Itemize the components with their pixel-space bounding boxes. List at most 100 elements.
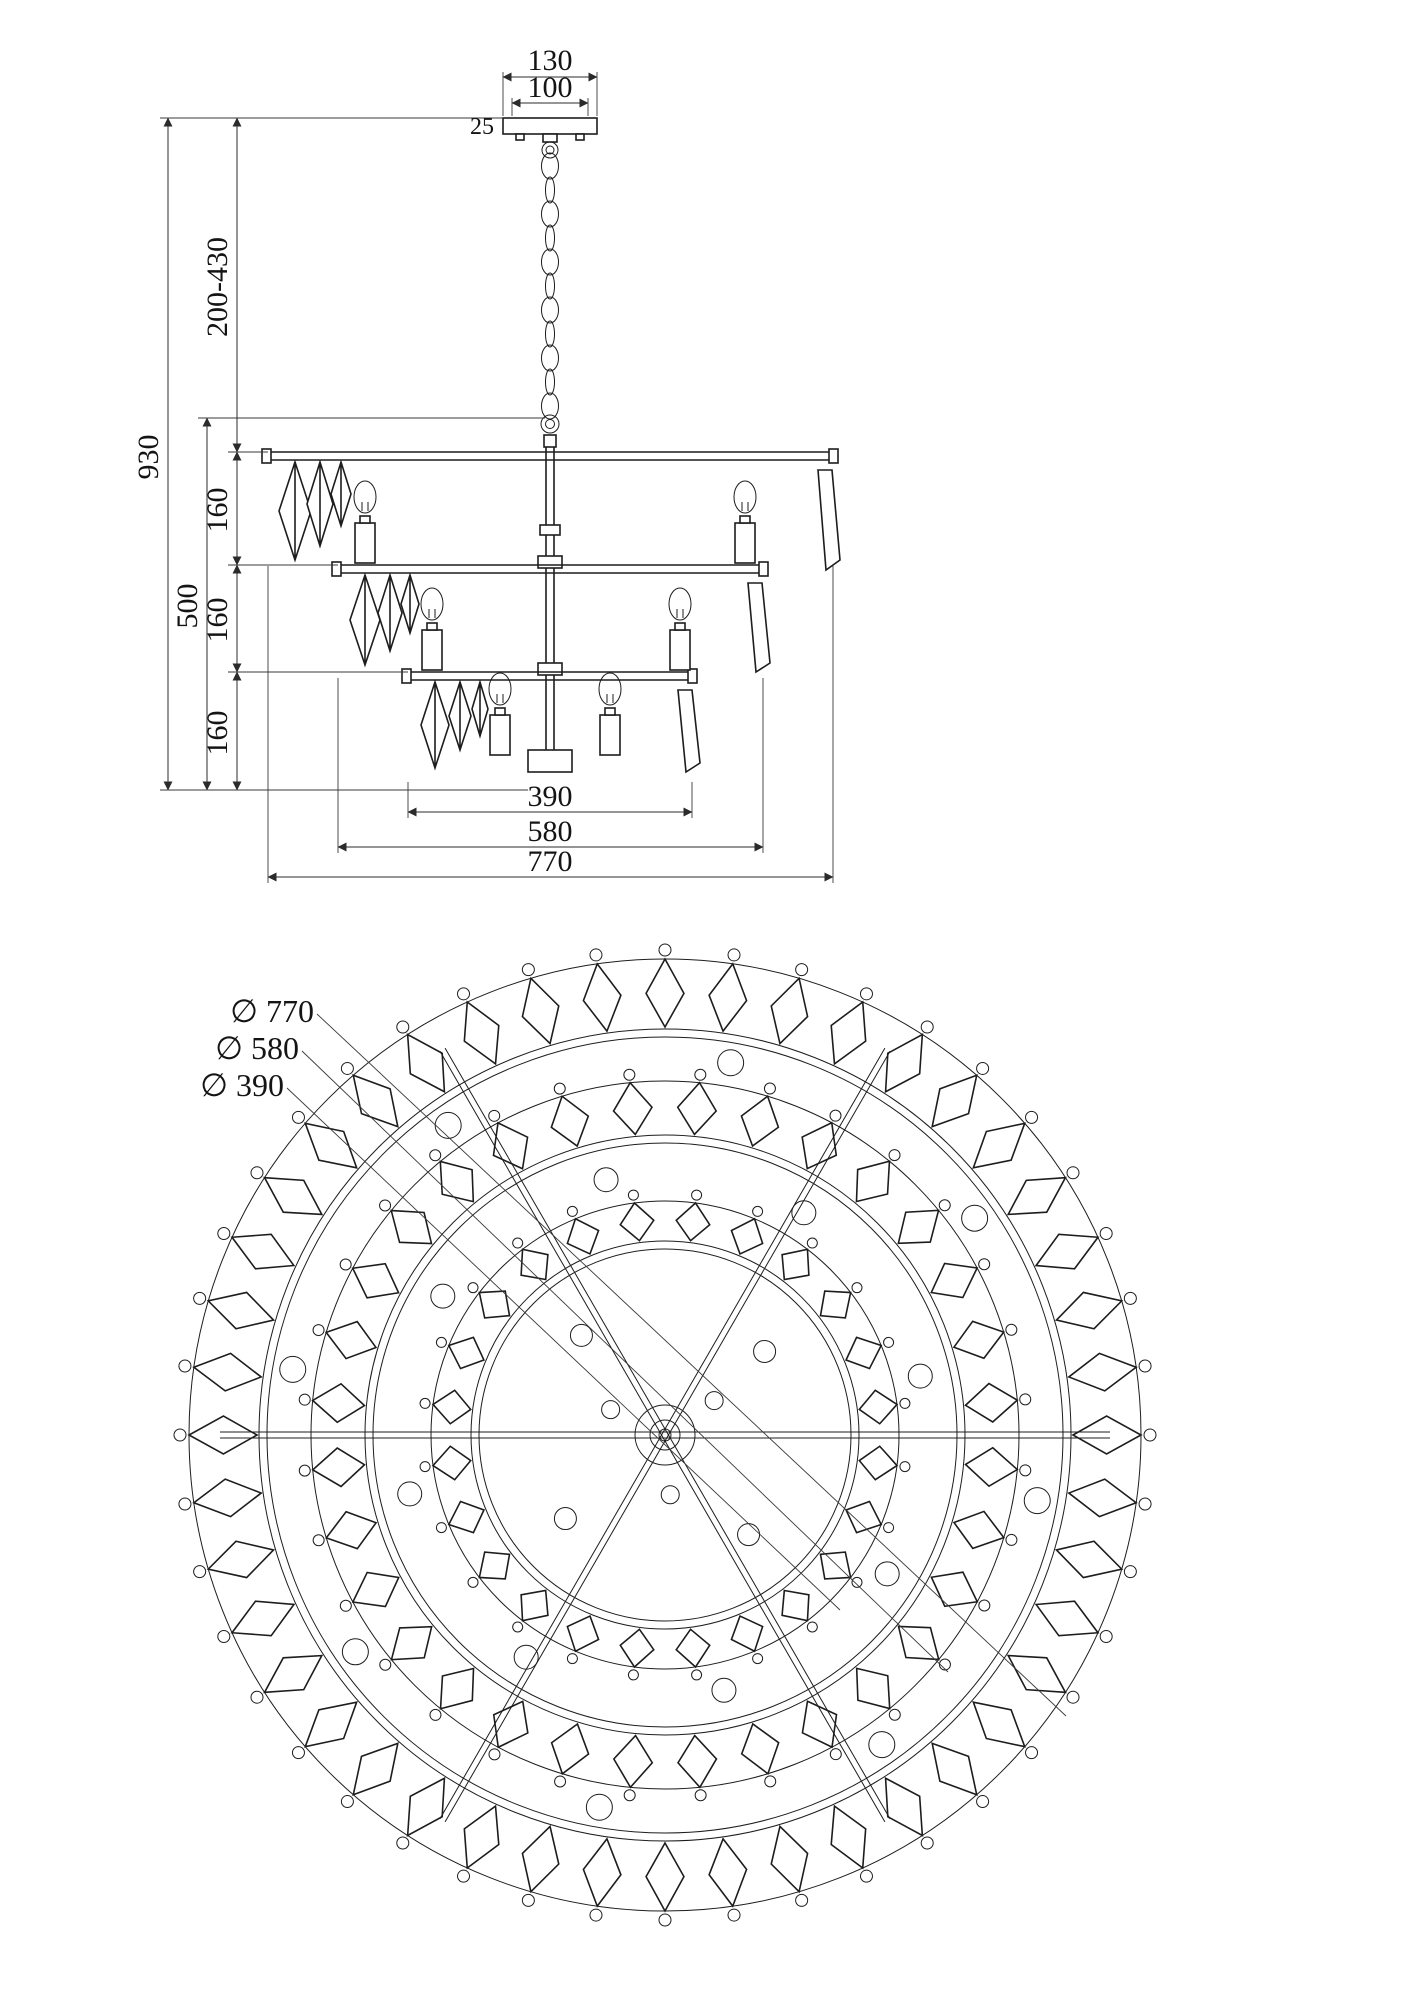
plan-crystal: [390, 1209, 433, 1245]
plan-crystal: [645, 1841, 685, 1913]
ring-rail-circle: [372, 1142, 958, 1728]
plan-bulb-sockets: [279, 1049, 1051, 1821]
plan-crystal: [406, 1033, 446, 1094]
bottom-ring-inner: [545, 419, 555, 429]
dim-text-tier3-height: 160: [201, 711, 234, 756]
bulb-glass: [488, 672, 512, 706]
plan-crystal: [478, 1290, 511, 1319]
chain-link: [541, 152, 559, 180]
crystal-tip-bead: [829, 1748, 842, 1761]
plan-crystal: [730, 1614, 764, 1653]
plan-crystal: [781, 1248, 810, 1281]
plan-crystal: [770, 1824, 809, 1894]
crystal-tip-bead: [938, 1658, 951, 1671]
plan-bulb-socket: [874, 1561, 900, 1587]
plan-ring-inner: [419, 1189, 911, 1681]
plan-bulb-socket: [1023, 1487, 1051, 1515]
crystal-tip-bead: [312, 1324, 325, 1337]
crystal-tip-bead: [920, 1836, 934, 1850]
dim-text-tier1-diameter: 770: [528, 845, 573, 878]
crystal-tip-bead: [938, 1199, 951, 1212]
crystal-tip-bead: [340, 1061, 354, 1075]
plan-bulb-socket: [593, 1167, 619, 1193]
crystal-tip-bead: [521, 1893, 535, 1907]
plan-crystal: [740, 1722, 780, 1776]
candle-bulb: [353, 480, 377, 564]
plan-crystal: [550, 1094, 590, 1148]
crystal-tip-bead: [298, 1464, 311, 1477]
crystal-tip-bead: [1005, 1533, 1018, 1546]
plan-crystal: [520, 1248, 549, 1281]
crystal-tip-bead: [298, 1393, 311, 1406]
crystal-tip-bead: [467, 1576, 479, 1588]
plan-spokes: [220, 1047, 1110, 1823]
dim-text-tier3-diameter: 390: [528, 780, 573, 813]
crystal-tip-bead: [1123, 1565, 1137, 1579]
crystal-tip-bead: [1066, 1166, 1080, 1180]
chain-links: [541, 152, 559, 420]
ext-770: [267, 566, 834, 883]
top-ring-outer: [541, 141, 559, 159]
side-dimensions: 130 100 25 200-430 930 500 160 160 160 3…: [132, 44, 834, 883]
plan-crystal: [952, 1320, 1006, 1360]
crystal-tip-bead: [694, 1789, 707, 1802]
crystal-tip-bead: [291, 1746, 305, 1760]
crystal-tip-bead: [419, 1397, 431, 1409]
crystal-tip-bead: [339, 1599, 352, 1612]
crystal-tip-bead: [193, 1291, 207, 1305]
plan-rings: [173, 943, 1157, 1927]
crystal-tip-bead: [1019, 1464, 1032, 1477]
tier2-endcap-right: [758, 561, 769, 577]
plan-crystal: [206, 1540, 276, 1579]
ring-rail-circle: [430, 1200, 900, 1670]
plan-crystal: [897, 1209, 940, 1245]
canopy-bolt-left: [515, 133, 525, 141]
crystal-tip-bead: [1138, 1359, 1152, 1373]
plan-bulb-socket: [569, 1323, 593, 1347]
crystal-tip-bead: [217, 1629, 231, 1643]
crystal-tip-bead: [976, 1795, 990, 1809]
plan-crystal: [431, 1445, 472, 1481]
plan-crystal: [858, 1389, 899, 1425]
plan-bulb-socket: [753, 1339, 777, 1363]
crystal-tip-bead: [429, 1149, 442, 1162]
plan-crystal: [1067, 1352, 1138, 1392]
plan-crystal: [964, 1446, 1019, 1488]
ring-rail-circle: [188, 958, 1142, 1912]
plan-bulb-socket: [791, 1200, 817, 1226]
plan-crystal: [1071, 1415, 1143, 1455]
dim-text-tier1-height: 160: [201, 488, 234, 533]
crystal-tip-bead: [694, 1068, 707, 1081]
plan-crystal: [708, 962, 748, 1033]
leader-580: [301, 1050, 949, 1673]
crystal-tip-bead: [512, 1621, 524, 1633]
bulb-socket: [421, 629, 443, 671]
plan-crystal: [263, 1654, 324, 1694]
central-stem: [545, 447, 555, 752]
crystal-tip-bead: [435, 1336, 447, 1348]
chandelier-body: [261, 447, 841, 774]
crystal-prism: [377, 572, 403, 654]
crystal-tip-bead: [566, 1205, 578, 1217]
plan-crystal: [931, 1742, 978, 1796]
crystal-tip-bead: [627, 1189, 639, 1201]
plan-crystal: [884, 1776, 924, 1837]
plan-crystal: [675, 1201, 711, 1242]
plan-label-d770: ∅ 770: [230, 993, 314, 1029]
plan-bulb-socket: [907, 1363, 933, 1389]
dim-text-tier2-diameter: 580: [528, 815, 573, 848]
crystal-tip-bead: [312, 1534, 325, 1547]
plan-bulb-socket: [737, 1523, 761, 1547]
leader-390: [286, 1087, 841, 1611]
crystal-tip-bead: [340, 1795, 354, 1809]
bulb-filament: [741, 502, 749, 511]
plan-bulb-socket: [279, 1355, 307, 1383]
plan-crystal: [566, 1614, 600, 1653]
plan-crystal: [406, 1776, 446, 1837]
plan-bulb-socket: [341, 1638, 369, 1666]
tier3-endcap-right: [687, 668, 698, 684]
plan-crystal: [830, 1804, 867, 1870]
plan-crystal: [187, 1415, 259, 1455]
ring-rail-circle: [478, 1248, 852, 1622]
hub-circle-outer: [634, 1404, 696, 1466]
